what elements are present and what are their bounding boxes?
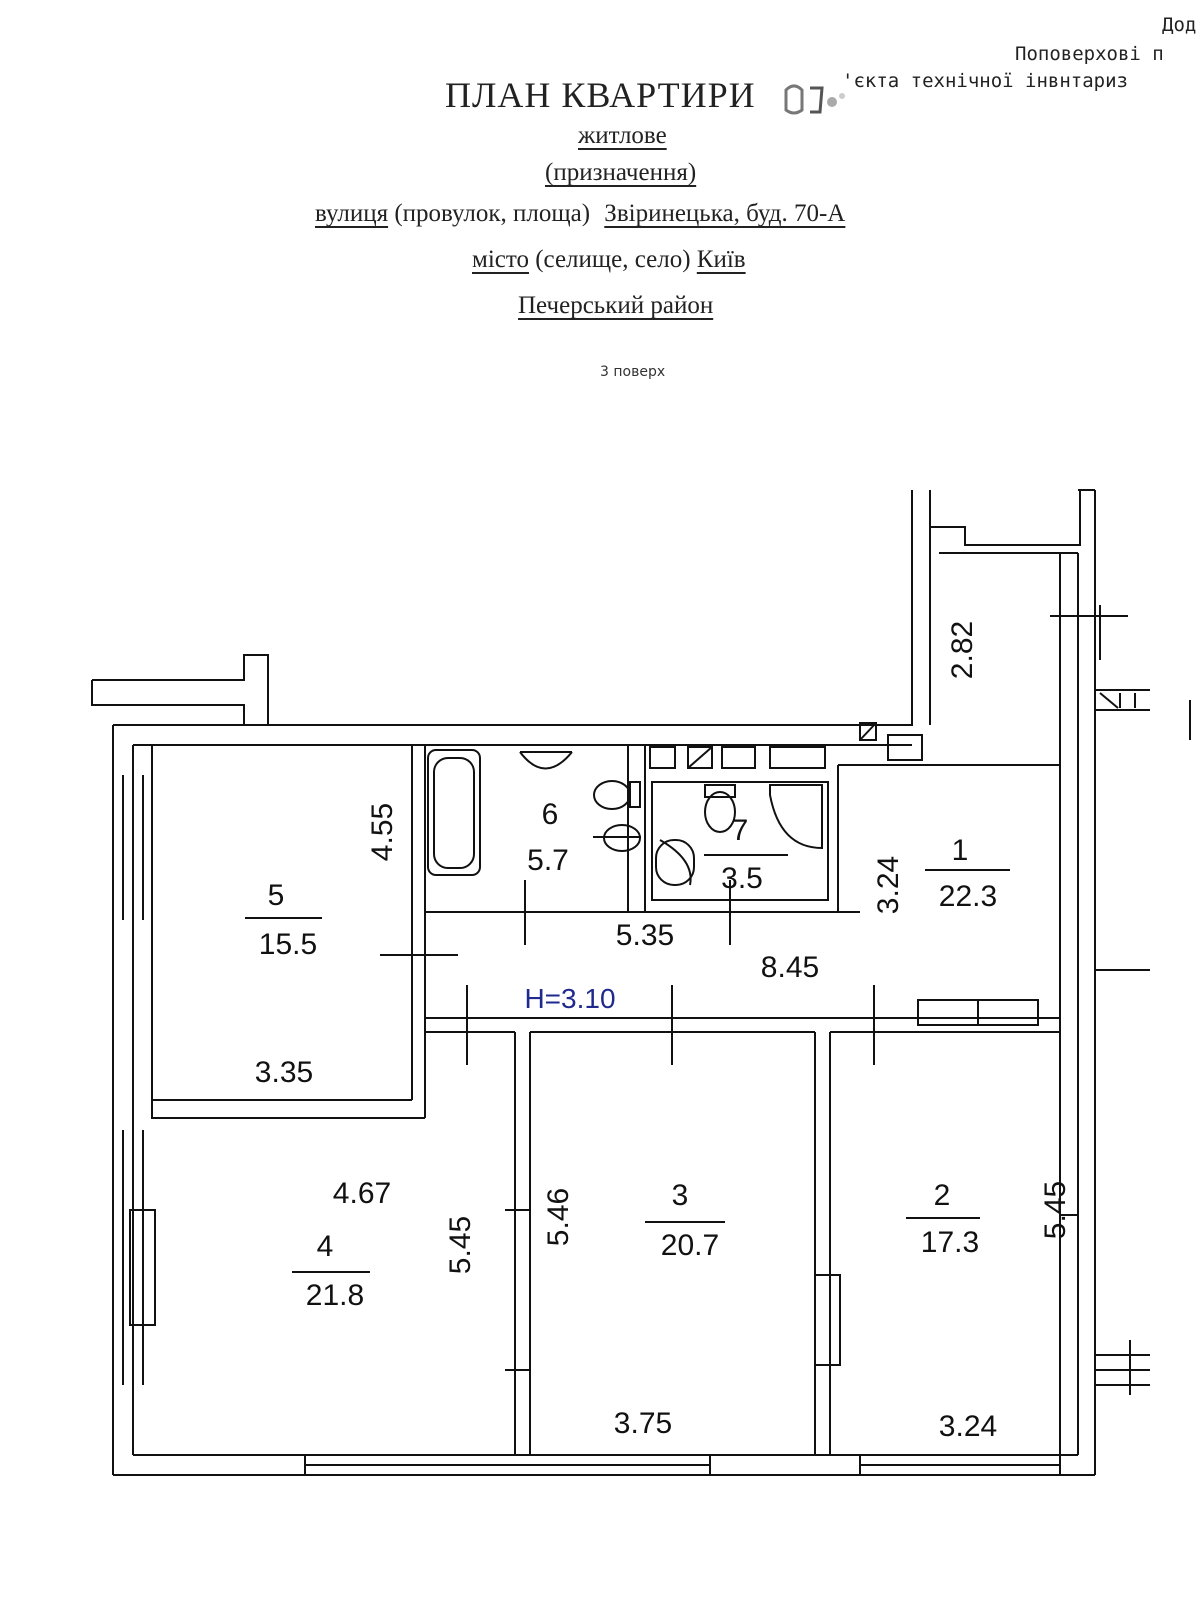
floor-label: 3 поверх: [600, 364, 666, 380]
room-3-number: 3: [672, 1179, 689, 1212]
room-1-number: 1: [952, 834, 969, 867]
dimension-4-55: 4.55: [366, 803, 399, 861]
room-4-area: 21.8: [306, 1279, 364, 1312]
room-1-area: 22.3: [939, 880, 997, 913]
city-line: місто (селище, село) Київ: [472, 246, 746, 274]
room-2-area: 17.3: [921, 1226, 979, 1259]
corner-note-line-1: Дод: [1162, 14, 1197, 36]
room-4-number: 4: [317, 1230, 334, 1263]
dimension-4-67: 4.67: [333, 1177, 391, 1210]
room-5-number: 5: [268, 879, 285, 912]
room-7-area: 3.5: [721, 862, 763, 895]
street-line: вулиця (провулок, площа) Звіринецька, бу…: [315, 200, 845, 228]
purpose-label: (призначення): [545, 159, 697, 186]
dimension-8-45: 8.45: [761, 951, 819, 984]
dimension-3-24-vertical: 3.24: [872, 856, 905, 914]
room-7-number: 7: [732, 814, 749, 847]
room-3-area: 20.7: [661, 1229, 719, 1262]
dimension-3-24-horizontal: 3.24: [939, 1410, 997, 1443]
dimension-5-45-left: 5.45: [444, 1216, 477, 1274]
room-5-area: 15.5: [259, 928, 317, 961]
corner-note-line-2: Поповерхові п: [1015, 43, 1164, 65]
dimension-5-46: 5.46: [542, 1188, 575, 1246]
stamp-fragment-icon: [784, 84, 845, 115]
city-value: Київ: [696, 246, 746, 273]
dimension-3-75: 3.75: [614, 1407, 672, 1440]
dimension-3-35: 3.35: [255, 1056, 313, 1089]
dimension-2-82: 2.82: [946, 621, 979, 679]
street-hint: (провулок, площа): [394, 200, 591, 227]
purpose-value: житлове: [578, 122, 667, 149]
room-6-area: 5.7: [527, 844, 569, 877]
room-6-number: 6: [542, 798, 559, 831]
page-title: ПЛАН КВАРТИРИ: [445, 75, 756, 115]
city-hint: (селище, село): [535, 246, 691, 273]
corner-note-line-3: 'єкта технічної інвнтариз: [842, 70, 1128, 92]
district: Печерський район: [518, 292, 714, 319]
dimension-5-45-right: 5.45: [1039, 1181, 1072, 1239]
plan-walls: [91, 489, 1191, 1476]
city-label: місто: [472, 246, 529, 273]
ceiling-height-label: H=3.10: [524, 983, 615, 1014]
street-label: вулиця: [315, 200, 389, 227]
room-2-number: 2: [934, 1179, 951, 1212]
dimension-5-35: 5.35: [616, 919, 674, 952]
street-value: Звіринецька, буд. 70-А: [604, 200, 846, 227]
